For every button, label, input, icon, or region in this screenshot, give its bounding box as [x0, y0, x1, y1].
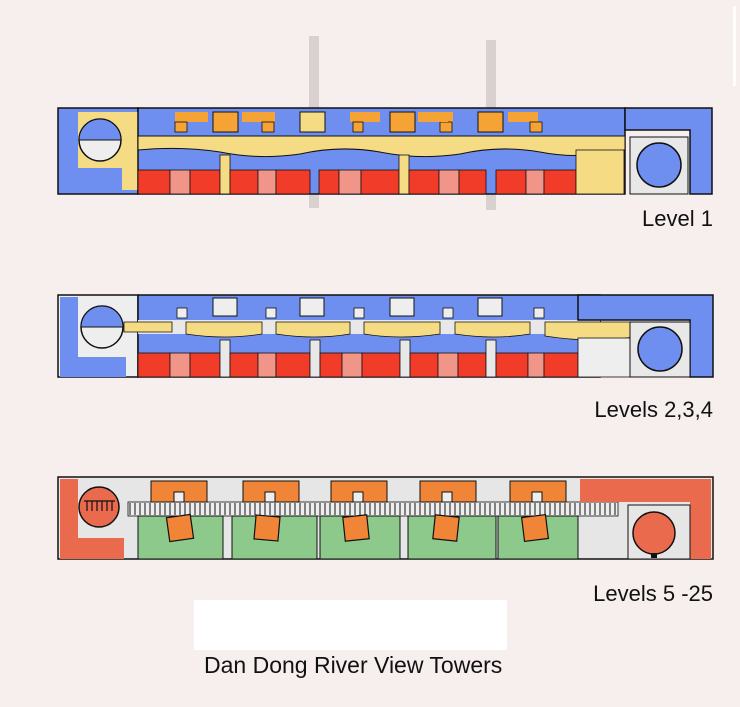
south-units — [137, 337, 631, 378]
plan-label-level-1: Level 1 — [642, 206, 713, 231]
south-units — [137, 149, 625, 195]
north-units — [174, 111, 543, 133]
rotated-towers — [165, 513, 550, 543]
west-core-wing — [60, 479, 124, 559]
walkway-railing — [129, 503, 616, 515]
plan-label-levels-2-3-4: Levels 2,3,4 — [594, 397, 713, 422]
east-core-wing — [580, 479, 711, 559]
levels-2-3-4-plan — [57, 294, 714, 378]
corridor — [137, 135, 626, 158]
east-elevator-circle — [636, 142, 682, 188]
north-light-wells — [176, 297, 545, 319]
blank-label-box — [194, 600, 507, 650]
west-elevator-circle — [78, 486, 120, 528]
east-core-wing — [624, 107, 713, 195]
plan-label-levels-5-25: Levels 5 -25 — [593, 581, 713, 606]
edge-mark — [733, 6, 736, 86]
corridor-segments — [123, 321, 641, 341]
drawing-title: Dan Dong River View Towers — [204, 652, 503, 678]
north-units — [150, 480, 567, 503]
level-1-plan — [57, 107, 713, 195]
east-elevator-circle — [632, 511, 676, 555]
levels-5-25-plan — [57, 476, 714, 560]
west-core-wing — [60, 297, 126, 377]
east-elevator-circle — [637, 326, 683, 372]
